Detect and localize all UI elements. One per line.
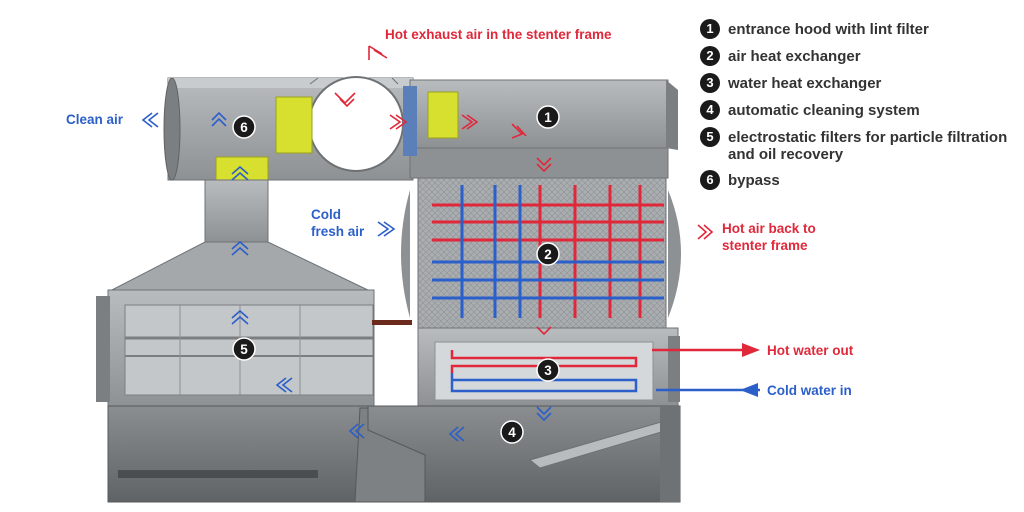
legend-text: automatic cleaning system — [728, 102, 920, 119]
cleaning-system — [367, 405, 681, 503]
electrostatic-filter-housing — [96, 241, 375, 409]
label-hot-exhaust: Hot exhaust air in the stenter frame — [385, 27, 612, 42]
riser-duct — [204, 179, 269, 243]
hot-air-tubes — [432, 185, 664, 318]
svg-text:2: 2 — [544, 247, 552, 262]
marker-5: 5 — [232, 337, 256, 361]
legend-item-5: 5 electrostatic filters for particle fil… — [700, 126, 1020, 163]
legend-text: water heat exchanger — [728, 75, 882, 92]
legend: 1 entrance hood with lint filter 2 air h… — [700, 18, 1020, 196]
label-clean-air: Clean air — [66, 112, 124, 127]
flow-arrows-hot — [334, 45, 714, 336]
legend-number: 3 — [700, 73, 720, 93]
legend-number: 5 — [700, 127, 720, 147]
legend-item-3: 3 water heat exchanger — [700, 72, 1020, 93]
legend-text: electrostatic filters for particle filtr… — [728, 129, 1008, 163]
main-tower — [403, 79, 678, 179]
label-cold-water-in: Cold water in — [767, 383, 852, 398]
label-cold-fresh-air-2: fresh air — [311, 224, 365, 239]
svg-text:3: 3 — [544, 363, 552, 378]
cold-air-tubes — [432, 185, 664, 318]
marker-3: 3 — [536, 358, 560, 382]
legend-item-6: 6 bypass — [700, 169, 1020, 190]
bypass-duct — [163, 76, 414, 181]
svg-text:4: 4 — [508, 425, 516, 440]
marker-1: 1 — [536, 105, 560, 129]
label-hot-water-out: Hot water out — [767, 343, 854, 358]
label-hot-air-back-1: Hot air back to — [722, 221, 816, 236]
legend-number: 6 — [700, 170, 720, 190]
legend-item-2: 2 air heat exchanger — [700, 45, 1020, 66]
hot-water-out-arrowhead — [742, 343, 760, 357]
legend-text: bypass — [728, 172, 780, 189]
svg-text:5: 5 — [240, 342, 248, 357]
label-cold-fresh-air-1: Cold — [311, 207, 341, 222]
legend-item-4: 4 automatic cleaning system — [700, 99, 1020, 120]
svg-text:1: 1 — [544, 110, 552, 125]
lower-hopper — [107, 405, 426, 503]
flow-arrows-cold — [141, 111, 552, 442]
legend-number: 4 — [700, 100, 720, 120]
marker-6: 6 — [232, 115, 256, 139]
legend-number: 2 — [700, 46, 720, 66]
label-hot-air-back-2: stenter frame — [722, 238, 808, 253]
lint-filter-cassette — [427, 91, 459, 139]
svg-text:6: 6 — [240, 120, 248, 135]
marker-4: 4 — [500, 420, 524, 444]
cold-water-coil — [450, 373, 638, 393]
marker-2: 2 — [536, 242, 560, 266]
legend-item-1: 1 entrance hood with lint filter — [700, 18, 1020, 39]
legend-number: 1 — [700, 19, 720, 39]
bypass-filter-cassette — [275, 96, 313, 154]
hot-water-coil — [450, 350, 638, 373]
legend-text: air heat exchanger — [728, 48, 861, 65]
cold-water-in-arrowhead — [740, 383, 758, 397]
legend-text: entrance hood with lint filter — [728, 21, 929, 38]
connecting-pipe — [372, 320, 412, 325]
